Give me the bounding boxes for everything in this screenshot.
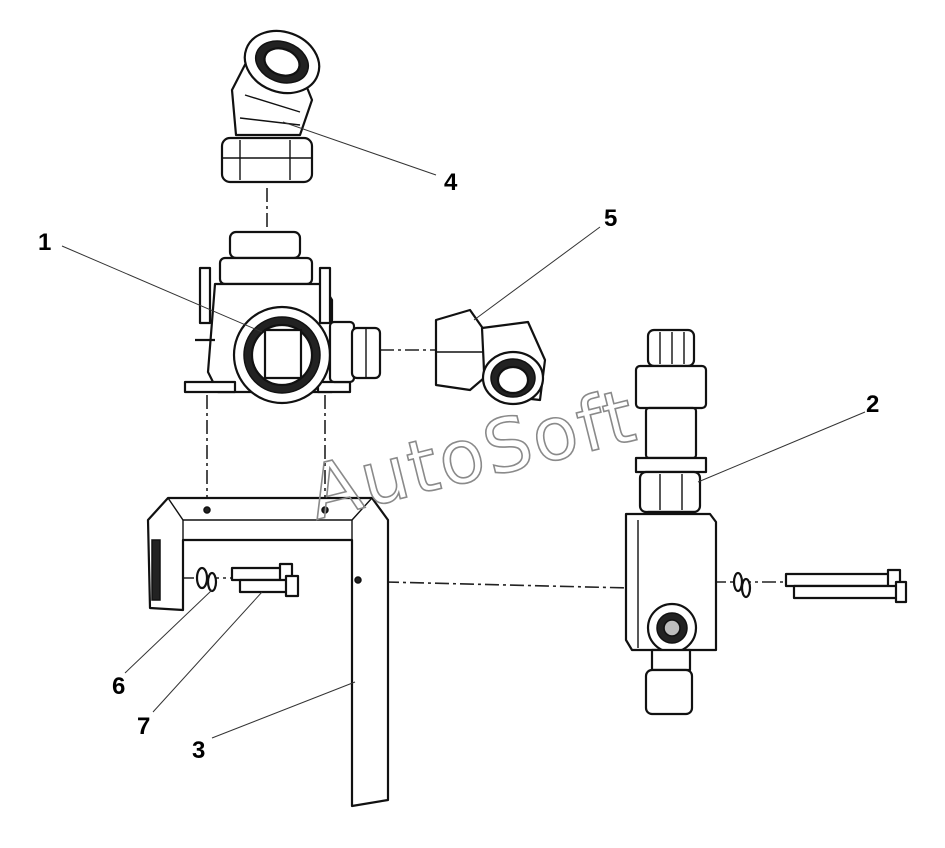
callout-4: 4 [444,169,458,196]
callout-5: 5 [604,205,617,232]
mounting-bracket [146,496,390,808]
elbow-fitting-90 [434,308,547,406]
callouts: 1 2 3 4 5 6 7 [38,169,879,764]
elbow-fitting-45 [220,29,321,184]
callout-6: 6 [112,673,125,700]
callout-1: 1 [38,229,51,256]
callout-7: 7 [137,713,150,740]
watermark: AutoSoft [300,373,645,537]
leader-lines [61,121,866,739]
relief-valve [624,328,718,716]
right-fasteners [732,568,908,604]
left-fasteners [195,562,300,598]
callout-3: 3 [192,737,205,764]
valve-body [183,230,382,405]
callout-2: 2 [866,391,879,418]
